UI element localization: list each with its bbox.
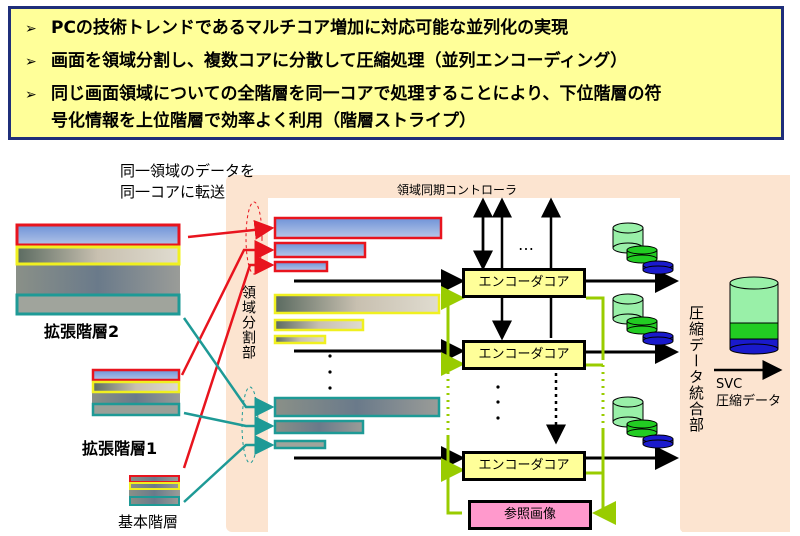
- integration-unit-bar: [680, 175, 710, 532]
- transfer-note: 同一領域のデータを 同一コアに転送: [120, 162, 256, 201]
- summary-box: ➢PCの技術トレンドであるマルチコア増加に対応可能な並列化の実現 ➢画面を領域分…: [8, 6, 784, 140]
- region-sync-controller-label: 領域同期コントローラ: [397, 183, 518, 197]
- sync-controller-arrows: [473, 197, 566, 445]
- encoder-output-arrows: [586, 269, 679, 470]
- svc-output-db-icon: [729, 276, 779, 355]
- bullet-arrow-icon: ➢: [25, 54, 37, 70]
- core-output-db-icon: [612, 293, 674, 346]
- bullet-item-continuation: 号化情報を上位階層で効率よく利用（階層ストライプ）: [51, 111, 476, 131]
- split-stripes-bottom: [273, 396, 441, 450]
- enhancement-layer-2-picture: [15, 223, 181, 316]
- encoder-core-n: エンコーダコア: [462, 451, 586, 481]
- bullet-arrow-icon: ➢: [25, 21, 37, 37]
- enhancement-layer-1-label: 拡張階層1: [82, 439, 158, 458]
- split-stripes-middle: [273, 293, 441, 345]
- split-stripes-top: [273, 216, 443, 273]
- reference-image-box: 参照画像: [468, 500, 592, 530]
- enhancement-layer-1-picture: [91, 368, 181, 417]
- red-group-ellipse: [245, 201, 263, 275]
- bottom-stripe-transfer-arrows: [182, 317, 275, 503]
- teal-group-ellipse: [241, 386, 259, 464]
- encoder-ellipsis-dots: [496, 385, 500, 420]
- reference-feedback-lines: [441, 286, 616, 525]
- sync-ellipsis: …: [518, 235, 534, 254]
- region-sync-frame: [232, 175, 790, 532]
- svc-output-label: SVC 圧縮データ: [716, 377, 782, 409]
- core-output-db-icon: [612, 222, 674, 275]
- top-stripe-transfer-arrows: [180, 219, 275, 469]
- enhancement-layer-2-label: 拡張階層2: [44, 322, 120, 341]
- bullet-item: ➢PCの技術トレンドであるマルチコア増加に対応可能な並列化の実現: [25, 15, 568, 43]
- encoder-core-1: エンコーダコア: [462, 268, 586, 298]
- stripe-ellipsis-dots: [328, 354, 332, 390]
- encoder-input-arrows: [294, 269, 465, 470]
- bullet-item: ➢同じ画面領域についての全階層を同一コアで処理することにより、下位階層の符: [25, 81, 661, 109]
- region-split-unit-label: 領域分割部: [240, 285, 256, 360]
- encoder-core-2: エンコーダコア: [462, 340, 586, 370]
- base-layer-picture: [129, 475, 180, 506]
- bullet-arrow-icon: ➢: [25, 87, 37, 103]
- core-output-db-icon: [612, 396, 674, 449]
- bullet-item: ➢画面を領域分割し、複数コアに分散して圧縮処理（並列エンコーディング）: [25, 48, 627, 76]
- integration-unit-label: 圧縮データ統合部: [687, 305, 705, 433]
- base-layer-label: 基本階層: [118, 513, 179, 531]
